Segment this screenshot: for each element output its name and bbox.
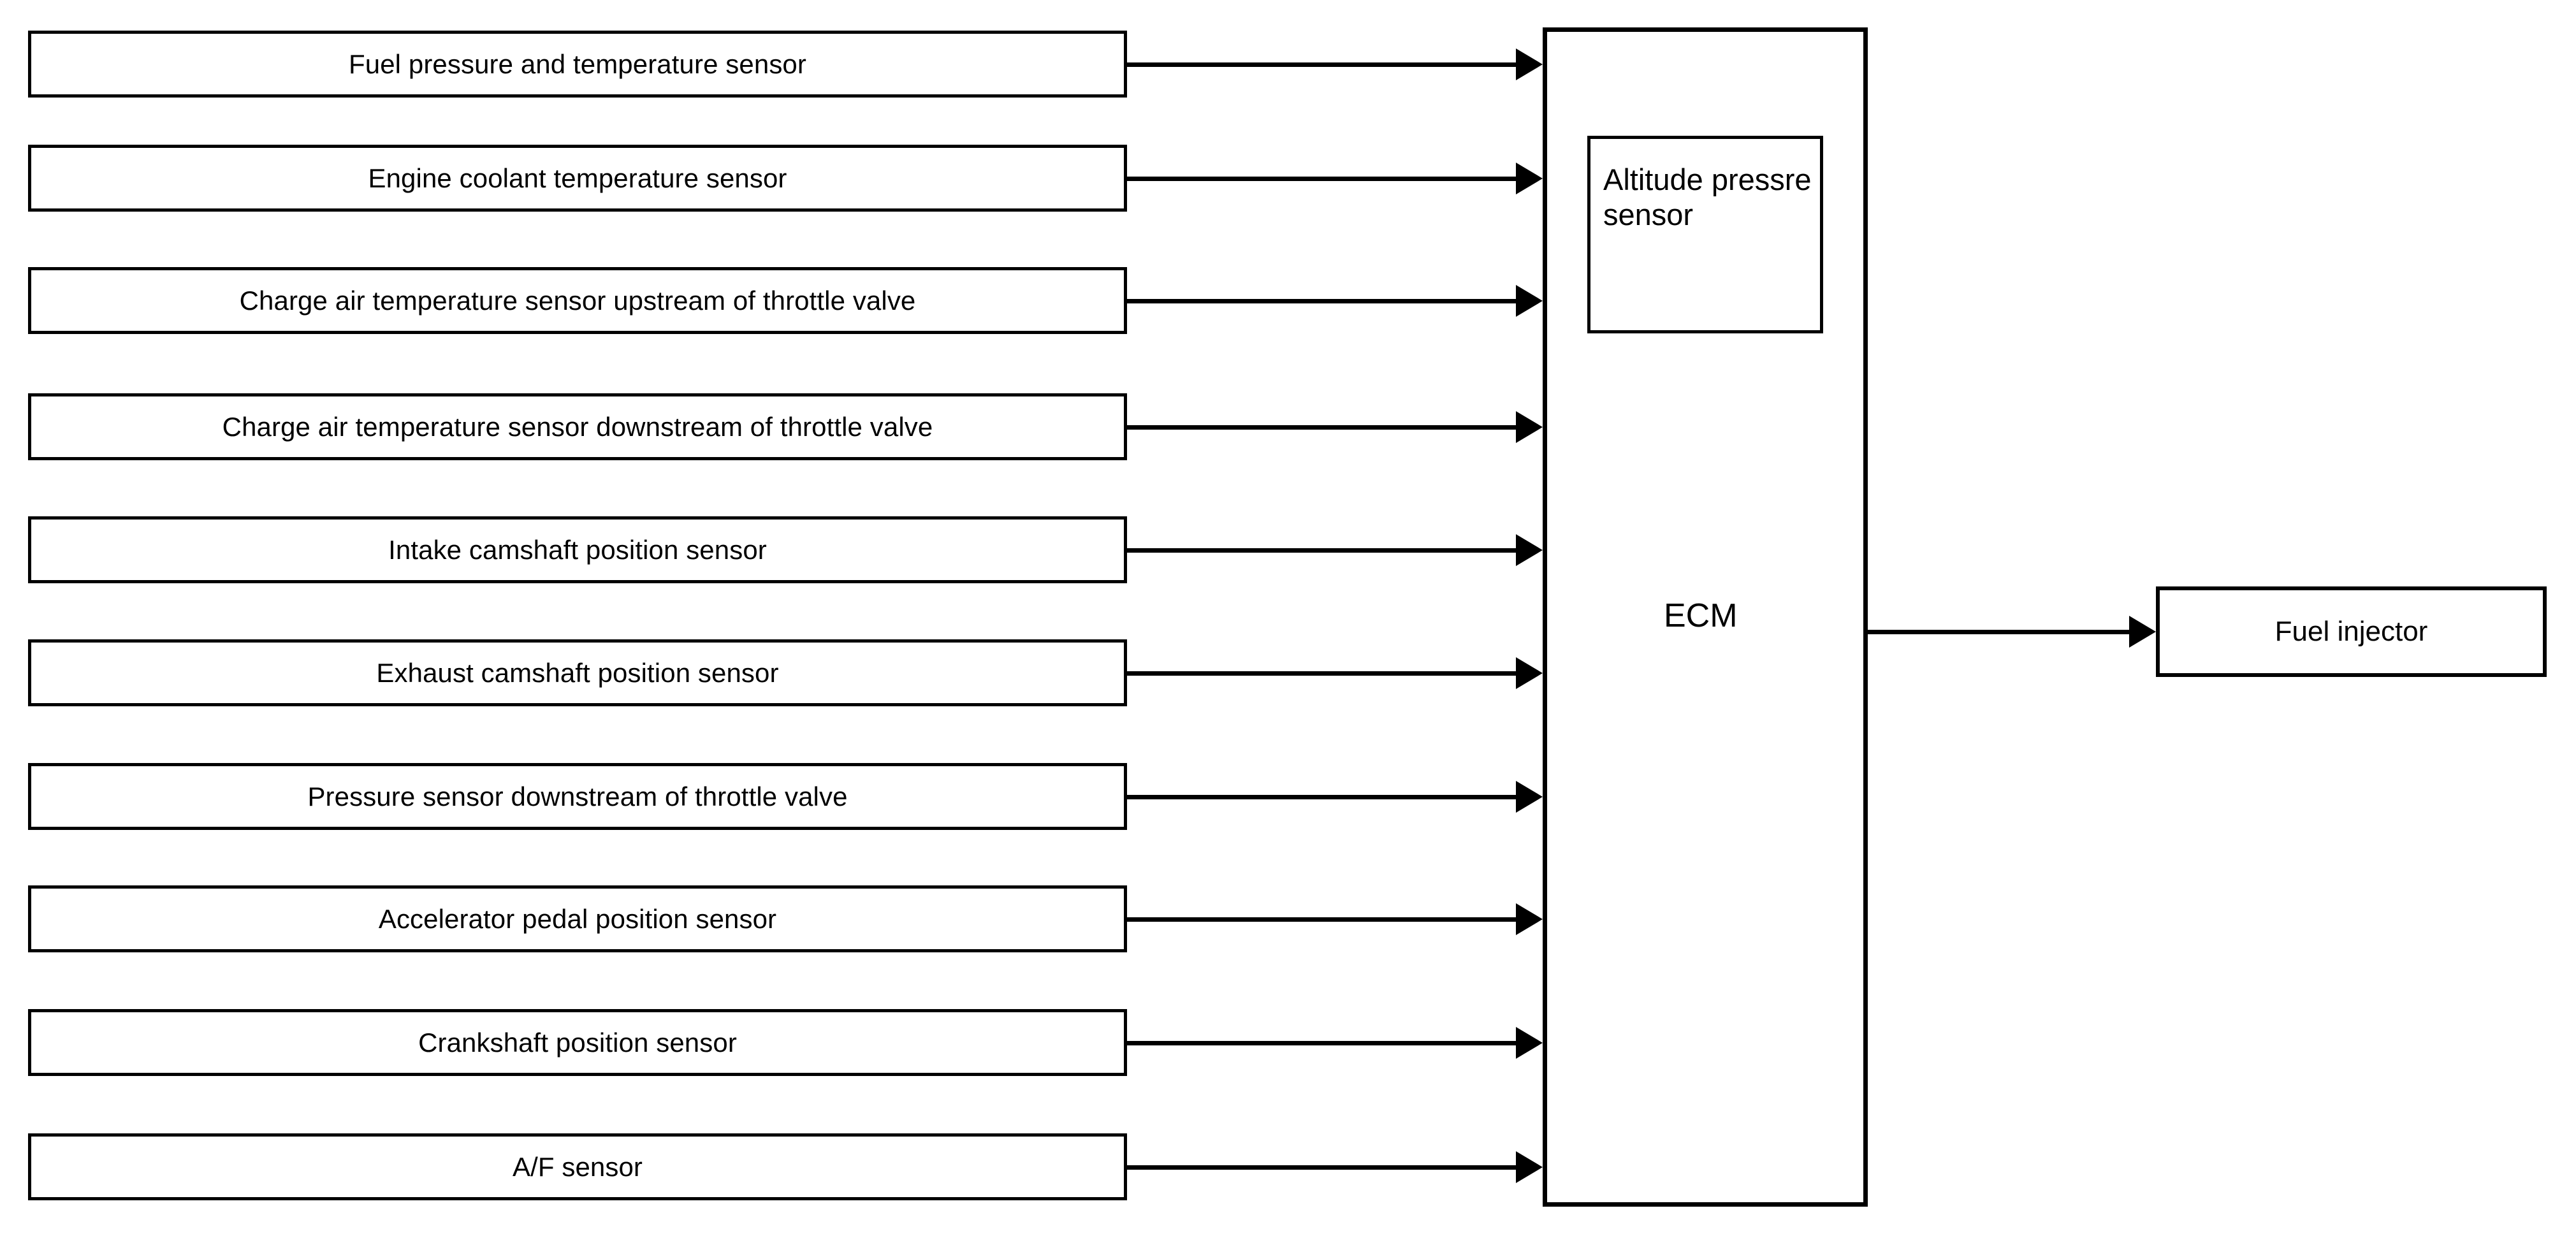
connector-arrowhead-engine-coolant-temperature-sensor (1516, 162, 1543, 194)
sensor-box-intake-camshaft-position-sensor[interactable]: Intake camshaft position sensor (28, 516, 1127, 583)
sensor-box-crankshaft-position-sensor[interactable]: Crankshaft position sensor (28, 1009, 1127, 1076)
sensor-box-pressure-sensor-downstream-throttle-valve[interactable]: Pressure sensor downstream of throttle v… (28, 763, 1127, 830)
connector-arrowhead-charge-air-temperature-sensor-upstream (1516, 284, 1543, 317)
connector-line-fuel-pressure-temperature-sensor (1127, 62, 1518, 67)
sensor-label-accelerator-pedal-position-sensor: Accelerator pedal position sensor (378, 903, 777, 934)
connector-arrowhead-intake-camshaft-position-sensor (1516, 534, 1543, 566)
connector-arrowhead-exhaust-camshaft-position-sensor (1516, 657, 1543, 689)
connector-line-crankshaft-position-sensor (1127, 1040, 1518, 1045)
connector-line-pressure-sensor-downstream-throttle-valve (1127, 794, 1518, 799)
connector-arrowhead-fuel-pressure-temperature-sensor (1516, 48, 1543, 80)
sensor-box-accelerator-pedal-position-sensor[interactable]: Accelerator pedal position sensor (28, 885, 1127, 952)
sensor-box-fuel-pressure-temperature-sensor[interactable]: Fuel pressure and temperature sensor (28, 31, 1127, 98)
sensor-label-pressure-sensor-downstream-throttle-valve: Pressure sensor downstream of throttle v… (307, 781, 848, 811)
connector-line-engine-coolant-temperature-sensor (1127, 176, 1518, 181)
fuel-injector-box[interactable]: Fuel injector (2156, 586, 2547, 677)
connector-line-af-sensor (1127, 1165, 1518, 1170)
sensor-label-exhaust-camshaft-position-sensor: Exhaust camshaft position sensor (376, 657, 779, 688)
ecm-to-fuel-injector-line (1868, 630, 2132, 634)
connector-line-accelerator-pedal-position-sensor (1127, 917, 1518, 922)
ecm-label: ECM (1664, 597, 1738, 634)
sensor-label-crankshaft-position-sensor: Crankshaft position sensor (418, 1027, 737, 1058)
sensor-box-af-sensor[interactable]: A/F sensor (28, 1133, 1127, 1200)
sensor-label-intake-camshaft-position-sensor: Intake camshaft position sensor (388, 534, 767, 565)
sensor-label-charge-air-temperature-sensor-upstream: Charge air temperature sensor upstream o… (239, 285, 916, 316)
sensor-label-fuel-pressure-temperature-sensor: Fuel pressure and temperature sensor (349, 48, 806, 79)
fuel-injector-label: Fuel injector (2274, 616, 2428, 647)
connector-line-charge-air-temperature-sensor-downstream (1127, 425, 1518, 430)
ecm-to-fuel-injector-arrowhead (2129, 616, 2156, 648)
connector-arrowhead-accelerator-pedal-position-sensor (1516, 903, 1543, 935)
connector-line-exhaust-camshaft-position-sensor (1127, 671, 1518, 676)
connector-line-intake-camshaft-position-sensor (1127, 548, 1518, 553)
sensor-box-charge-air-temperature-sensor-downstream[interactable]: Charge air temperature sensor downstream… (28, 393, 1127, 460)
sensor-label-charge-air-temperature-sensor-downstream: Charge air temperature sensor downstream… (222, 411, 933, 442)
connector-arrowhead-crankshaft-position-sensor (1516, 1026, 1543, 1059)
altitude-pressure-sensor-label: Altitude pressre sensor (1603, 163, 1812, 232)
sensor-label-engine-coolant-temperature-sensor: Engine coolant temperature sensor (368, 163, 787, 193)
connector-line-charge-air-temperature-sensor-upstream (1127, 298, 1518, 303)
altitude-pressure-sensor-box[interactable] (1587, 136, 1823, 333)
sensor-box-engine-coolant-temperature-sensor[interactable]: Engine coolant temperature sensor (28, 145, 1127, 212)
connector-arrowhead-af-sensor (1516, 1151, 1543, 1183)
sensor-box-charge-air-temperature-sensor-upstream[interactable]: Charge air temperature sensor upstream o… (28, 267, 1127, 334)
sensor-label-af-sensor: A/F sensor (512, 1151, 643, 1182)
sensor-box-exhaust-camshaft-position-sensor[interactable]: Exhaust camshaft position sensor (28, 639, 1127, 706)
connector-arrowhead-charge-air-temperature-sensor-downstream (1516, 411, 1543, 443)
connector-arrowhead-pressure-sensor-downstream-throttle-valve (1516, 780, 1543, 813)
